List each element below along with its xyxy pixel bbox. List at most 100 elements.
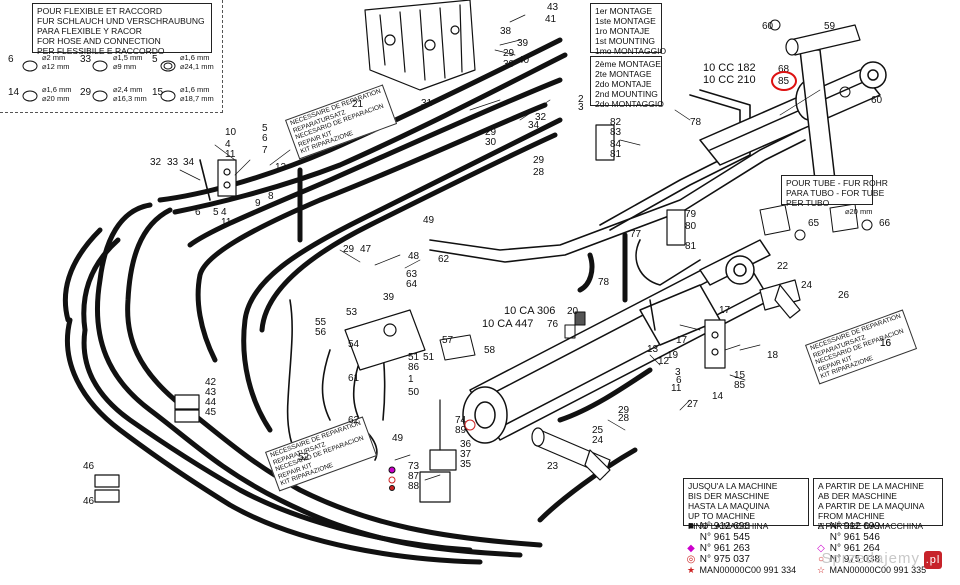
hose-fitting-box: POUR FLEXIBLE ET RACCORD FUR SCHLAUCH UN…	[32, 3, 212, 56]
part-number-30: 30	[503, 59, 515, 70]
part-number-23: 23	[547, 461, 559, 472]
part-number-11: 11	[225, 149, 236, 160]
inset-frame	[0, 0, 223, 113]
part-number-62: 62	[348, 415, 360, 426]
symbol-diamond: ◆	[687, 543, 695, 554]
part-number-26: 26	[838, 290, 850, 301]
fitting-dim: ⌀2,4 mm	[113, 85, 143, 94]
part-number-9: 9	[255, 198, 261, 209]
part-number-88: 88	[408, 481, 420, 492]
part-number-61: 61	[348, 373, 360, 384]
part-number-74: 74	[455, 415, 467, 426]
serial-from-box: A PARTIR DE LA MACHINE AB DER MASCHINE A…	[813, 478, 943, 531]
part-number-14: 14	[712, 391, 724, 402]
serial-from-rows: □ N° 912 699 N° 961 546 ◇ N° 961 264 ○ N…	[816, 521, 927, 575]
part-number-39: 39	[517, 38, 529, 49]
serial-until-box: JUSQU'A LA MACHINE BIS DER MASCHINE HAST…	[683, 478, 809, 531]
part-number-80: 80	[685, 221, 697, 232]
part-number-17: 17	[719, 305, 731, 316]
part-number-46: 46	[83, 496, 95, 507]
main-cylinder	[462, 239, 771, 444]
part-number-81: 81	[610, 149, 622, 160]
part-number-84: 84	[610, 139, 622, 150]
symbol-target: ◎	[686, 554, 696, 565]
fitting-dim: ⌀1,5 mm	[113, 53, 143, 62]
hose-bundle	[62, 37, 653, 565]
part-number-32: 32	[535, 112, 547, 123]
cc-ref-text: 10 CC 182	[703, 62, 756, 74]
ca-ref-number: 20	[567, 306, 579, 317]
symbol-square-filled: ■	[687, 521, 695, 532]
part-number-49: 49	[423, 215, 435, 226]
part-number-28: 28	[618, 413, 630, 424]
part-number-59: 59	[824, 21, 836, 32]
part-number-54: 54	[348, 339, 360, 350]
part-number-22: 22	[777, 261, 789, 272]
symbol-circle-open: ○	[817, 554, 825, 565]
part-number-36: 36	[460, 439, 472, 450]
part-number-73: 73	[408, 461, 420, 472]
serial-until-rows: ■ N° 912 698 N° 961 545 ◆ N° 961 263 ◎ N…	[686, 521, 797, 575]
part-number-43: 43	[547, 2, 559, 13]
fitting-dim: ⌀2 mm	[42, 53, 66, 62]
mount-box-first: 1er MONTAGE 1ste MONTAGE 1ro MONTAJE 1st…	[590, 3, 666, 56]
highlight-ring	[771, 71, 797, 91]
part-number-29: 29	[485, 127, 497, 138]
part-number-77: 77	[630, 229, 642, 240]
part-number-19: 19	[667, 350, 679, 361]
symbol-star: ★	[686, 565, 696, 575]
part-number-29: 29	[533, 155, 545, 166]
fitting-ref: 14	[8, 87, 20, 98]
part-number-41: 41	[545, 14, 557, 25]
part-number-63: 63	[406, 269, 418, 280]
part-number-29: 29	[343, 244, 355, 255]
fitting-dim: ⌀20 mm	[42, 94, 70, 103]
part-number-7: 7	[262, 145, 268, 156]
part-number-40: 40	[518, 55, 530, 66]
fitting-dim: ⌀9 mm	[113, 62, 137, 71]
part-number-28: 28	[533, 167, 545, 178]
part-number-82: 82	[610, 117, 622, 128]
part-number-42: 42	[205, 377, 217, 388]
part-number-57: 57	[442, 335, 454, 346]
fitting-ref: 33	[80, 54, 92, 65]
fitting-dim: ⌀1,6 mm	[180, 53, 210, 62]
part-number-65: 65	[808, 218, 820, 229]
part-number-78: 78	[690, 117, 702, 128]
cc-ref-number: 68	[778, 64, 790, 75]
part-number-34: 34	[528, 120, 540, 131]
ca-ref-text: 10 CA 306	[504, 305, 556, 317]
part-number-78: 78	[598, 277, 610, 288]
part-number-4: 4	[221, 207, 227, 218]
part-number-48: 48	[408, 251, 420, 262]
fitting-ref: 29	[80, 87, 92, 98]
part-number-47: 47	[360, 244, 372, 255]
part-number-3: 3	[578, 102, 584, 113]
part-number-16: 16	[880, 338, 892, 349]
part-number-25: 25	[592, 425, 604, 436]
part-number-30: 30	[485, 137, 497, 148]
part-number-6: 6	[195, 207, 201, 218]
symbol-star-open: ☆	[816, 565, 826, 575]
watermark: Sprzedajemy.pl	[821, 550, 942, 569]
part-number-51: 51	[408, 352, 420, 363]
part-number-60: 60	[871, 95, 883, 106]
part-number-35: 35	[460, 459, 472, 470]
fitting-dim: ⌀18,7 mm	[180, 94, 214, 103]
part-number-38: 38	[500, 26, 512, 37]
fitting-dim: ⌀1,6 mm	[42, 85, 72, 94]
part-number-50: 50	[408, 387, 420, 398]
part-number-83: 83	[610, 127, 622, 138]
part-number-51: 51	[423, 352, 435, 363]
part-number-60: 60	[762, 21, 774, 32]
part-number-6: 6	[676, 375, 682, 386]
tube-size: ⌀20 mm	[845, 207, 873, 216]
part-number-29: 29	[503, 48, 515, 59]
part-number-44: 44	[205, 397, 217, 408]
mount-box-second: 2ème MONTAGE 2te MONTAGE 2do MONTAJE 2nd…	[590, 56, 664, 109]
part-number-46: 46	[83, 461, 95, 472]
part-number-85: 85	[734, 380, 746, 391]
fitting-ref: 6	[8, 54, 14, 65]
symbol-square-open: □	[817, 521, 825, 532]
